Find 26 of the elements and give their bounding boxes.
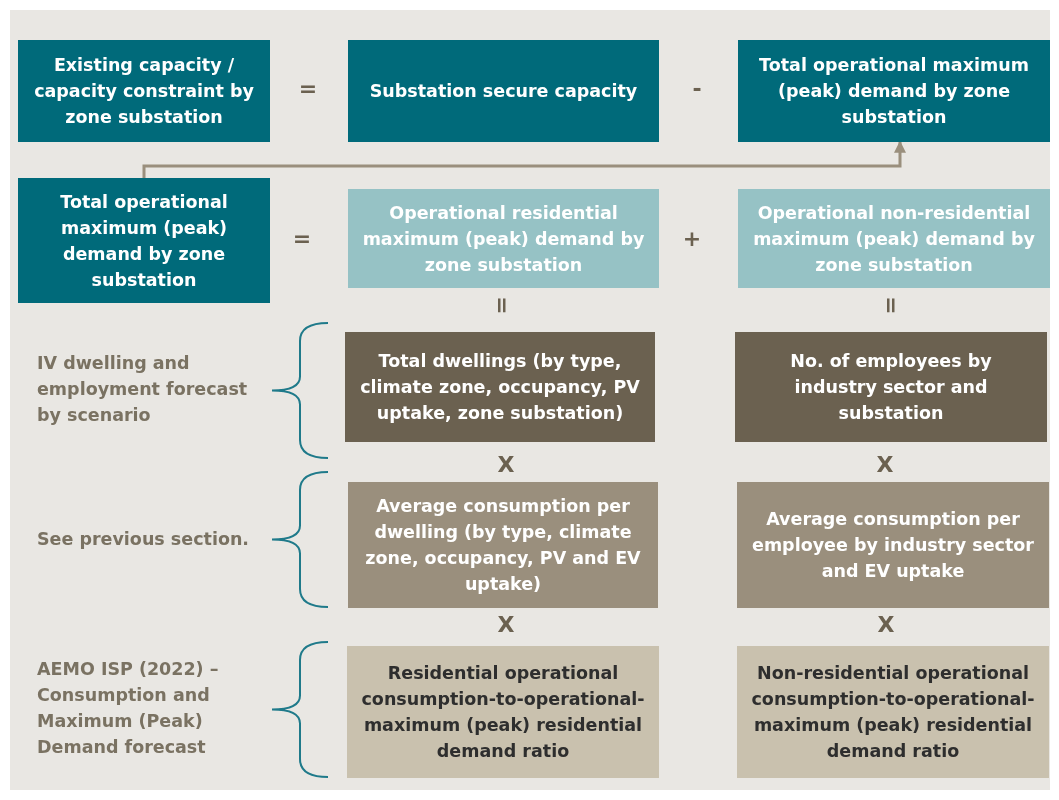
- operator-sign: +: [681, 226, 703, 251]
- operator-sign: X: [496, 452, 516, 477]
- operator-sign: X: [496, 612, 516, 637]
- formula-box: Operational residential maximum (peak) demand by zone substation: [348, 189, 659, 288]
- arrow: [142, 140, 906, 178]
- operator-sign: =: [291, 226, 313, 251]
- factor-box: No. of employees by industry sector and substation: [735, 332, 1047, 442]
- formula-box: Total operational maximum (peak) demand by zone substation: [738, 40, 1050, 142]
- factor-box: Residential operational consumption-to-operational-maximum (peak) residential demand ratio: [347, 646, 659, 778]
- factor-box: Average consumption per employee by industry sector and EV uptake: [737, 482, 1049, 608]
- source-note: See previous section.: [37, 528, 250, 551]
- factor-box: Total dwellings (by type, climate zone, occupancy, PV uptake, zone substation): [345, 332, 655, 442]
- operator-sign: =: [489, 295, 515, 317]
- formula-box: Operational non-residential maximum (peak) demand by zone substation: [738, 189, 1050, 288]
- factor-box: Average consumption per dwelling (by type, climate zone, occupancy, PV and EV uptake): [348, 482, 658, 608]
- source-note: AEMO ISP (2022) – Consumption and Maximum (Peak) Demand forecast: [37, 658, 220, 759]
- operator-sign: =: [878, 295, 904, 317]
- operator-sign: X: [876, 612, 896, 637]
- operator-sign: -: [691, 76, 703, 101]
- formula-box: Total operational maximum (peak) demand by zone substation: [18, 178, 270, 303]
- operator-sign: X: [875, 452, 895, 477]
- factor-box: Non-residential operational consumption-to-operational-maximum (peak) residential demand ratio: [737, 646, 1049, 778]
- source-note: IV dwelling and employment forecast by scenario: [37, 352, 249, 427]
- formula-box: Existing capacity / capacity constraint by zone substation: [18, 40, 270, 142]
- operator-sign: =: [297, 76, 319, 101]
- formula-box: Substation secure capacity: [348, 40, 659, 142]
